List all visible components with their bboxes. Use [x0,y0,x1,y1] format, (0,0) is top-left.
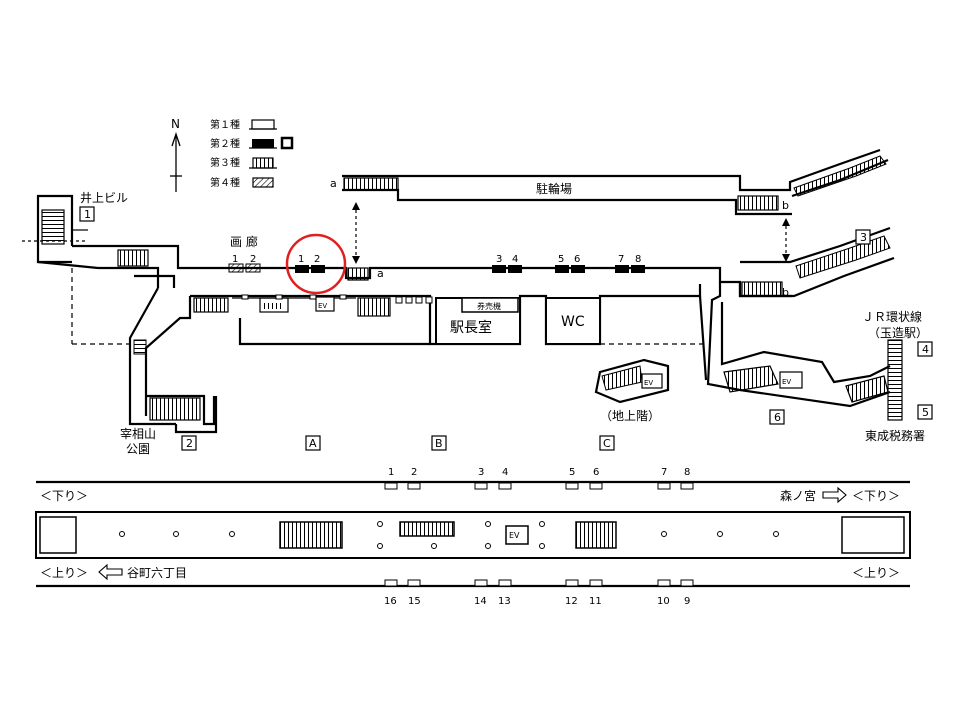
ev-label-exit6: EV [782,378,791,386]
right-down-label: ＜下り＞ [852,489,900,503]
door-number-1: 1 [388,467,394,478]
type2-gate-icon [249,136,294,150]
exit-4-number: 4 [922,343,929,356]
connector-a-bottom: a [377,267,384,280]
exit-3-stairs [738,226,895,298]
north-arrow-icon [170,131,182,192]
door-number-2: 2 [411,467,417,478]
exit-2-number: 2 [186,437,193,450]
locker-number-7: 7 [618,254,624,265]
legend-type3-label: 第３種 [210,156,240,169]
bicycle-parking-label: 駐輪場 [536,181,572,196]
door-number-5: 5 [569,467,575,478]
exit-1-number: 1 [84,208,91,221]
door-number-10: 10 [657,596,670,607]
legend-type1-label: 第１種 [210,118,240,131]
section-c: C [603,437,611,450]
towards-down-label: 森ノ宮 [780,488,816,503]
exit-2[interactable]: 2 宰相山 公園 [120,426,197,456]
north-label: N [171,117,180,131]
door-number-12: 12 [565,596,578,607]
door-number-16: 16 [384,596,397,607]
exit-2-name-line2: 公園 [126,442,150,456]
right-up-label: ＜上り＞ [852,566,900,580]
concourse-outline [22,194,792,434]
exit-2-name: 宰相山 公園 [120,426,160,456]
section-a: A [309,437,317,450]
door-number-14: 14 [474,596,487,607]
direction-labels: ＜下り＞ ＜下り＞ 森ノ宮 ＜上り＞ 谷町六丁目 ＜上り＞ [40,486,900,581]
door-number-9: 9 [684,596,690,607]
exit-2-name-line1: 宰相山 [120,426,156,441]
exit-6[interactable]: 6 [769,409,785,425]
door-number-6: 6 [593,467,599,478]
exit-3-number: 3 [860,231,867,244]
platform-door-numbers-top: 1 2 3 4 5 6 7 8 [388,467,690,478]
exit-5-name: 東成税務署 [865,429,925,443]
exit-4-name: ＪＲ環状線 （玉造駅） [862,309,928,340]
locker-number-3: 3 [496,254,502,265]
highlight-circle [285,233,347,295]
type3-stairs-icon [249,157,277,169]
gallery-label: 画 廊 [230,234,258,249]
ev-label-concourse: EV [318,302,327,310]
ticket-machines-label: 券売機 [477,301,501,311]
door-number-7: 7 [661,467,667,478]
above-ground-label: （地上階） [600,408,660,423]
exit-4-name-line2: （玉造駅） [868,326,928,340]
connector-b-top: b [782,199,789,212]
locker-number-6: 6 [574,254,580,265]
section-b: B [435,437,443,450]
door-number-11: 11 [589,596,602,607]
legend: N 第１種 第２種 第３種 第４種 [170,117,294,192]
east-passage [594,282,903,421]
gallery-number-1: 1 [232,254,238,265]
locker-number-8: 8 [635,254,641,265]
exit-5[interactable]: 5 東成税務署 [865,404,933,443]
arrow-left-icon [98,563,123,581]
left-down-label: ＜下り＞ [40,489,88,503]
locker-numbers: 1 2 1 2 3 4 5 6 7 8 [232,254,641,265]
exit-3[interactable]: 3 [855,229,871,245]
legend-type4-label: 第４種 [210,176,240,189]
exit-6-number: 6 [774,411,781,424]
exit-5-number: 5 [922,406,929,419]
station-office-label: 駅長室 [450,319,492,336]
door-number-13: 13 [498,596,511,607]
exit-1[interactable]: 1 井上ビル [79,191,128,222]
connector-arrows [352,202,790,264]
locker-number-1: 1 [298,254,304,265]
legend-type2-label: 第２種 [210,137,240,150]
door-number-3: 3 [478,467,484,478]
type4-hatched-icon [252,177,274,188]
gallery-number-2: 2 [250,254,256,265]
arrow-right-icon [822,486,847,504]
locker-number-4: 4 [512,254,518,265]
wc-label: WC [561,314,585,330]
exit-4-name-line1: ＪＲ環状線 [862,309,922,324]
left-up-label: ＜上り＞ [40,566,88,580]
bicycle-parking-area [342,148,889,216]
door-number-8: 8 [684,467,690,478]
locker-number-2: 2 [314,254,320,265]
platform-door-numbers-bottom: 16 15 14 13 12 11 10 9 [384,596,690,607]
towards-up-label: 谷町六丁目 [127,566,187,580]
type1-gate-icon [249,119,277,130]
connector-b-bottom: b [782,286,789,299]
platform: EV [35,480,911,588]
section-markers: A B C [305,435,615,451]
platform-ev-label: EV [509,531,520,540]
exit-1-name: 井上ビル [80,191,128,205]
ev-label-aboveground: EV [644,379,653,387]
connector-a-top: a [330,177,337,190]
door-number-15: 15 [408,596,421,607]
exit-4[interactable]: 4 ＪＲ環状線 （玉造駅） [862,309,933,357]
locker-number-5: 5 [558,254,564,265]
door-number-4: 4 [502,467,508,478]
